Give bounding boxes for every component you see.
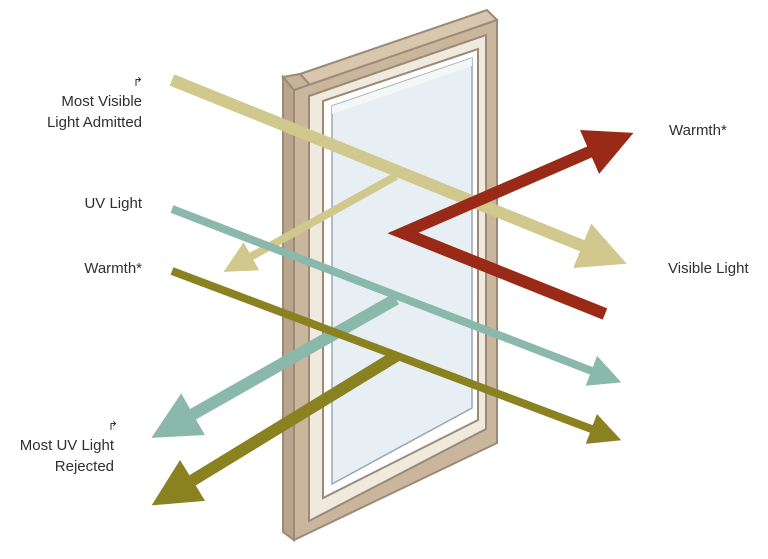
visible-light-path <box>169 74 627 272</box>
warmth-incoming-label: Warmth* <box>84 260 142 277</box>
most-visible-light-line2: Light Admitted <box>46 114 142 131</box>
label-corner-arrow-icon: ↱ <box>133 75 144 89</box>
label-corner-arrow-icon: ↱ <box>108 419 119 433</box>
uv-light-path <box>151 205 622 438</box>
most-uv-light-rejected-label: Most UV Light Rejected <box>0 435 114 477</box>
warmth-outgoing-label: Warmth* <box>669 122 727 139</box>
most-visible-light-admitted-label: Most Visible Light Admitted <box>12 91 142 133</box>
most-uv-line1: Most UV Light <box>19 437 114 454</box>
warmth-outgoing-path <box>387 129 634 320</box>
window-frame <box>281 8 499 542</box>
most-uv-line2: Rejected <box>54 458 114 475</box>
warmth-incoming-path <box>151 267 622 506</box>
visible-light-label: Visible Light <box>668 260 749 277</box>
uv-light-label: UV Light <box>84 195 142 212</box>
most-visible-light-line1: Most Visible <box>61 93 142 110</box>
